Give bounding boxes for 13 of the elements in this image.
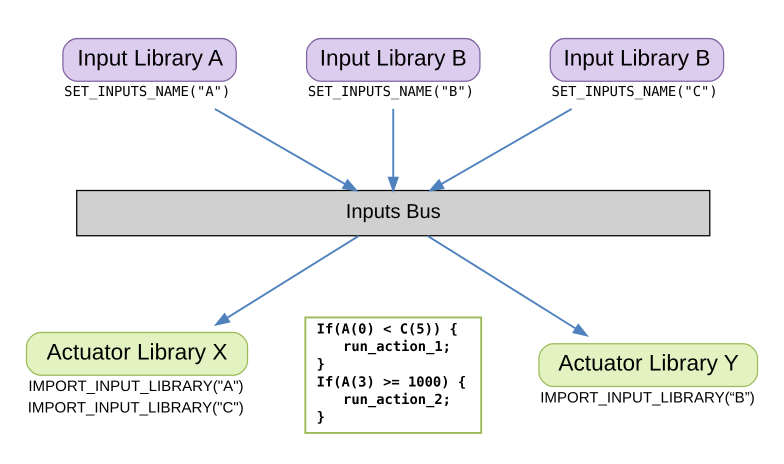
node-label: SET_INPUTS_NAME("B"): [308, 84, 474, 100]
node-label: IMPORT_INPUT_LIBRARY("A"): [28, 378, 244, 396]
node-label: IMPORT_INPUT_LIBRARY(“B”): [540, 389, 755, 406]
arrow: [428, 108, 572, 192]
node-label: IMPORT_INPUT_LIBRARY("C"): [28, 399, 244, 416]
node-label: SET_INPUTS_NAME("C"): [552, 84, 718, 100]
node-box: Inputs Bus: [76, 190, 710, 236]
arrow: [214, 235, 360, 326]
node-box: If(A(0) < C(5)) { run_action_1; } If(A(3) >= 1000) { run_action_2; }: [304, 316, 482, 434]
arrow: [388, 108, 399, 194]
node-label: SET_INPUTS_NAME("A"): [64, 84, 230, 100]
arrow: [427, 235, 589, 337]
arrow: [214, 108, 359, 192]
